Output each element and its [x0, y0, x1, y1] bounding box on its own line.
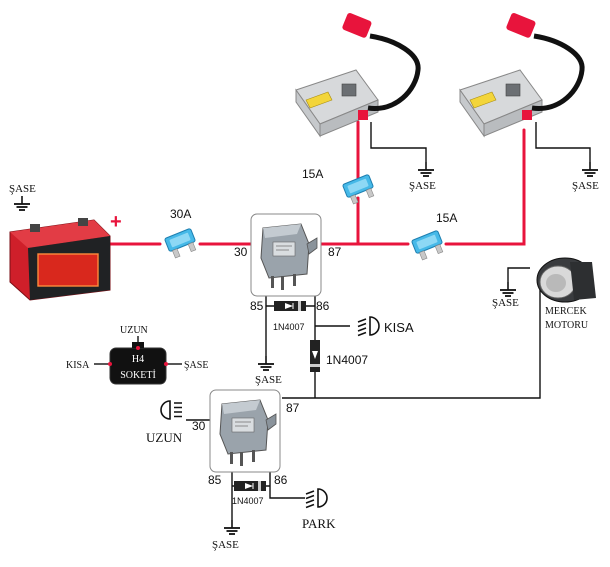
lens-motor — [536, 257, 596, 303]
diode2-label: 1N4007 — [326, 353, 368, 367]
socket-sase-label: ŞASE — [184, 360, 208, 371]
diode1-label: 1N4007 — [273, 322, 305, 332]
relay2-pin87: 87 — [286, 401, 300, 415]
ground-symbol-icon — [257, 355, 275, 371]
relay1-ground-label: ŞASE — [255, 374, 282, 386]
motor-line2: MOTORU — [545, 320, 589, 331]
socket-kisa-label: KISA — [66, 360, 90, 371]
high-beam-headlight-icon — [160, 400, 183, 420]
relay2-pin30: 30 — [192, 419, 206, 433]
diode3-label: 1N4007 — [232, 496, 264, 506]
uzun-label: UZUN — [146, 430, 183, 445]
ground-symbol-icon — [13, 195, 31, 211]
relay2-ground-label: ŞASE — [212, 539, 239, 551]
ground-symbol-icon — [581, 161, 599, 177]
relay2-pin86: 86 — [274, 473, 288, 487]
ground-symbol-icon — [223, 519, 241, 535]
parking-light-icon — [305, 488, 328, 509]
fuse-15a-right — [410, 229, 447, 262]
battery-ground-label: ŞASE — [9, 183, 36, 195]
low-beam-headlight-icon — [357, 316, 380, 337]
battery-plus-label: + — [110, 211, 122, 233]
ballast2-ground-label: ŞASE — [572, 180, 599, 192]
ground-symbol-icon — [417, 161, 435, 177]
motor-ground-label: ŞASE — [492, 297, 519, 309]
fuse-icon — [163, 227, 200, 260]
relay2-pin85: 85 — [208, 473, 222, 487]
h4-socket: H4 SOKETİ — [109, 342, 167, 385]
ballast1-ground-label: ŞASE — [409, 180, 436, 192]
park-label: PARK — [302, 516, 336, 531]
socket-uzun-label: UZUN — [120, 325, 148, 336]
diode-3 — [233, 480, 267, 492]
fuse-ballast-label: 15A — [302, 167, 323, 181]
diode-2 — [310, 340, 320, 372]
xenon-ballast-right — [459, 13, 585, 137]
socket-line1: H4 — [132, 354, 144, 365]
ground-symbol-icon — [499, 281, 517, 297]
relay1-pin87: 87 — [328, 245, 342, 259]
fuse-30a — [163, 227, 200, 260]
signal-wires — [94, 122, 591, 520]
kisa-label: KISA — [384, 320, 414, 335]
relay1-pin86: 86 — [316, 299, 330, 313]
relay1-pin85: 85 — [250, 299, 264, 313]
battery — [9, 218, 111, 301]
relay-2 — [209, 389, 281, 473]
socket-line2: SOKETİ — [120, 369, 156, 381]
diode-1 — [273, 300, 307, 312]
fuse-icon — [410, 229, 447, 262]
fuse-right-label: 15A — [436, 211, 457, 225]
xenon-ballast-left — [295, 13, 421, 137]
fuse-main-label: 30A — [170, 207, 191, 221]
relay1-pin30: 30 — [234, 245, 248, 259]
motor-line1: MERCEK — [545, 306, 587, 317]
power-wires — [108, 120, 526, 246]
relay-1 — [250, 213, 322, 297]
